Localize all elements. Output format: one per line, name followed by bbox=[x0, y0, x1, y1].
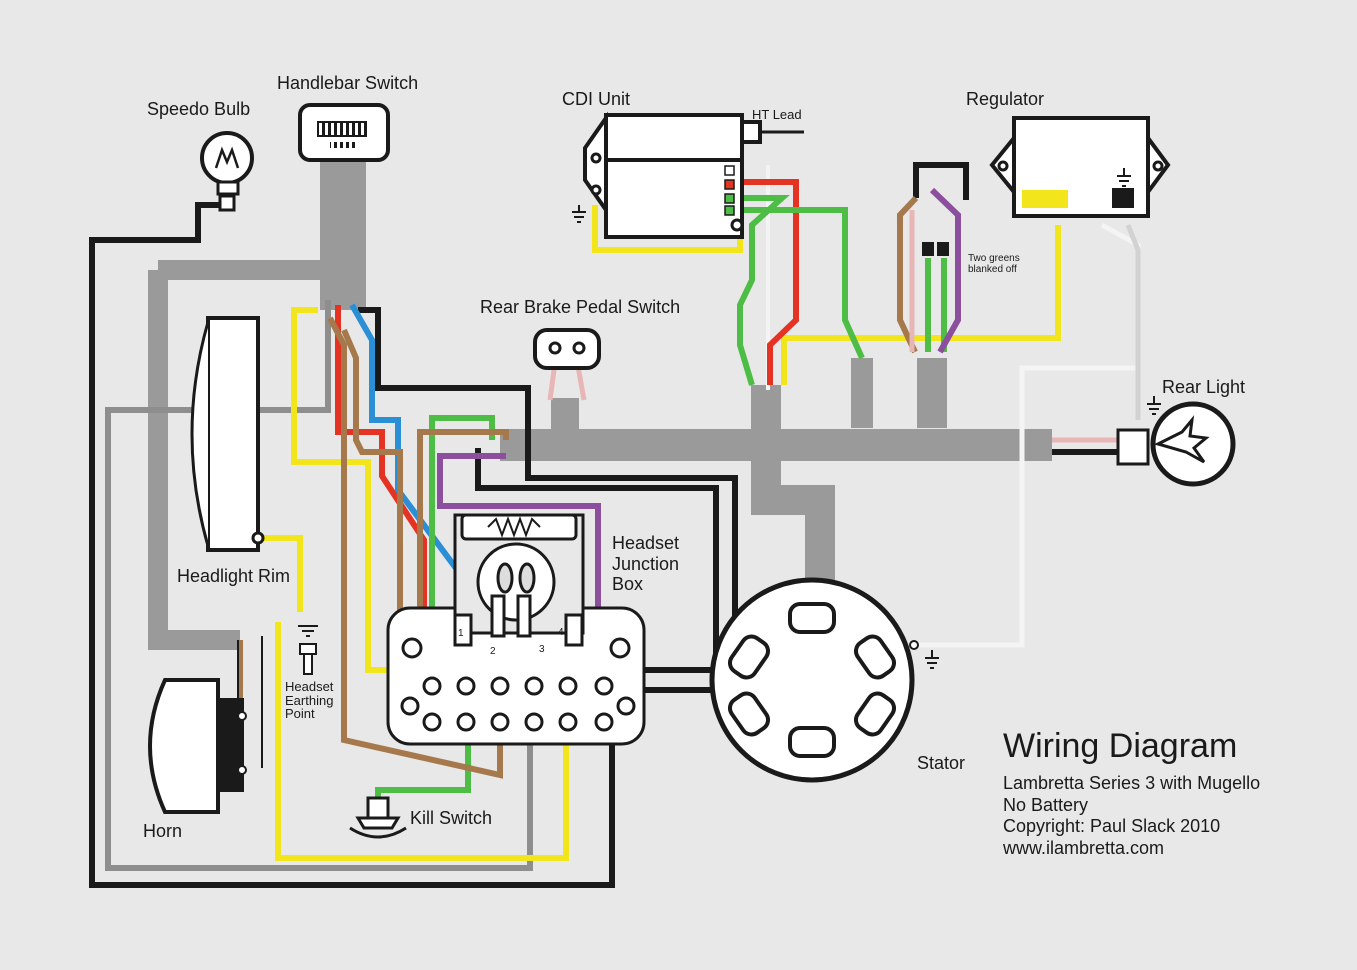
terminal-number-2: 2 bbox=[490, 646, 496, 657]
handlebar-switch-icon bbox=[298, 103, 390, 162]
earthing-point-icon bbox=[298, 625, 318, 675]
speedo-bulb-icon bbox=[200, 131, 254, 212]
terminal-number-3: 3 bbox=[539, 644, 545, 655]
ht-lead-label: HT Lead bbox=[752, 107, 802, 122]
headlight-rim-label: Headlight Rim bbox=[177, 566, 291, 586]
rear-brake-pedal-switch-icon bbox=[533, 328, 601, 370]
headset-earthing-point-label: Headset Earthing Point bbox=[285, 679, 334, 722]
blanked-green-plugs bbox=[922, 242, 949, 256]
two-greens-note: Two greens blanked off bbox=[968, 253, 1020, 275]
rear-brake-pedal-switch-label: Rear Brake Pedal Switch bbox=[480, 297, 681, 317]
handlebar-switch-label: Handlebar Switch bbox=[277, 73, 419, 93]
cdi-terminals bbox=[724, 165, 735, 216]
rear-light-icon bbox=[1116, 401, 1236, 487]
cdi-unit-label: CDI Unit bbox=[562, 89, 631, 109]
headlight-icon bbox=[190, 316, 265, 552]
regulator-icon bbox=[989, 116, 1171, 218]
harness bbox=[148, 160, 1052, 650]
pink-wires bbox=[547, 210, 1118, 443]
green-wires bbox=[375, 195, 947, 800]
kill-switch-icon bbox=[349, 796, 407, 839]
terminal-number-4: 4 bbox=[558, 627, 564, 638]
junction-box-icon bbox=[386, 513, 646, 746]
stator-label: Stator bbox=[917, 753, 966, 773]
regulator-yellow-terminal bbox=[1022, 190, 1068, 208]
junction-box-terminals bbox=[400, 637, 636, 732]
kill-switch-label: Kill Switch bbox=[410, 808, 493, 828]
terminal-number-1: 1 bbox=[458, 628, 464, 639]
headset-junction-box-label: Headset Junction Box bbox=[612, 533, 680, 595]
rear-light-label: Rear Light bbox=[1162, 377, 1246, 397]
stator-icon bbox=[709, 577, 919, 783]
horn-icon bbox=[148, 636, 263, 814]
earth-symbols bbox=[572, 168, 1161, 669]
horn-label: Horn bbox=[143, 821, 183, 841]
speedo-bulb-label: Speedo Bulb bbox=[147, 99, 251, 119]
regulator-black-terminal bbox=[1112, 188, 1134, 208]
cdi-unit-icon bbox=[583, 111, 804, 239]
diagram-subtitle: Lambretta Series 3 with Mugello No Batte… bbox=[1003, 773, 1261, 858]
regulator-label: Regulator bbox=[966, 89, 1045, 109]
grey-wires bbox=[105, 300, 533, 871]
diagram-title: Wiring Diagram bbox=[1003, 727, 1238, 765]
